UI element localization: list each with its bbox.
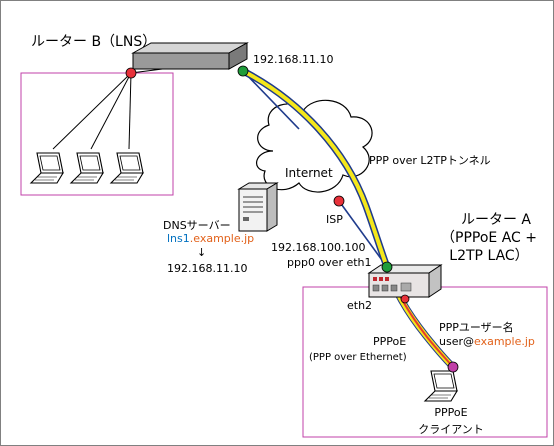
lns-client-laptop [110, 152, 144, 184]
dns-query: lns1.example.jp [167, 232, 254, 245]
lns-client-laptop [70, 152, 104, 184]
dns-query-domain: .example.jp [189, 232, 255, 245]
pppoe-subtitle: (PPP over Ethernet) [309, 352, 407, 363]
pppoe-user-name: user@example.jp [439, 335, 535, 348]
dns-query-host: lns1 [167, 232, 190, 245]
router-a-device [367, 264, 443, 298]
pppoe-client-laptop [424, 370, 458, 402]
dns-server-device [237, 182, 279, 232]
client-label-line2: クライアント [418, 423, 484, 436]
router-a-wan-if: ppp0 over eth1 [287, 256, 372, 269]
isp-node [333, 195, 345, 207]
pppoe-user-local: user@ [439, 335, 474, 348]
internet-label: Internet [285, 166, 333, 180]
client-label-line1: PPPoE [434, 406, 468, 419]
pppoe-user-title: PPPユーザー名 [439, 321, 514, 334]
pppoe-title: PPPoE [373, 335, 407, 348]
router-b-device [131, 42, 249, 70]
router-a-lan-node [400, 294, 410, 304]
dns-title: DNSサーバー [163, 219, 231, 232]
internet-links [242, 70, 388, 268]
client-node [447, 361, 459, 373]
router-a-wan-node [381, 261, 393, 273]
lns-client-laptop [30, 152, 64, 184]
lns-lan-box [20, 72, 174, 196]
router-b-ip: 192.168.11.10 [253, 53, 334, 66]
dns-answer-ip: 192.168.11.10 [167, 262, 248, 275]
router-a-role-line2: L2TP LAC） [449, 248, 529, 264]
pppoe-user-domain: example.jp [474, 335, 535, 348]
router-a-role-line1: （PPPoE AC + [441, 230, 537, 246]
dns-arrow: ↓ [197, 246, 207, 259]
router-b-title: ルーター B（LNS） [31, 34, 157, 50]
router-a-wan-ip: 192.168.100.100 [271, 241, 366, 254]
isp-label: ISP [326, 213, 343, 226]
lns-wan-node [237, 65, 249, 77]
lns-lan-node [125, 67, 137, 79]
router-a-lan-if: eth2 [347, 299, 373, 312]
tunnel-label: PPP over L2TPトンネル [369, 154, 491, 167]
router-a-title: ルーター A [460, 212, 532, 228]
l2tp-tunnel-line [241, 67, 391, 269]
